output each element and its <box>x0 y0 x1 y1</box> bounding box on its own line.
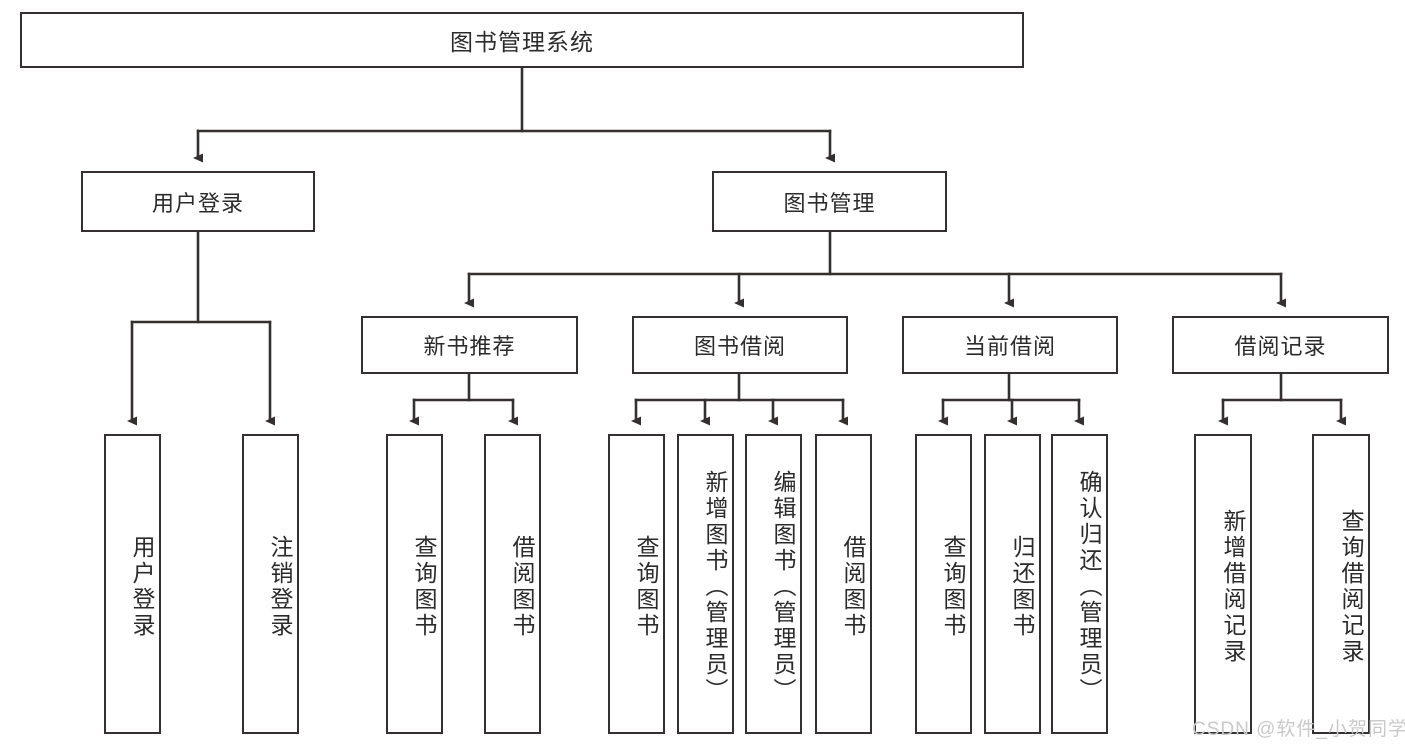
node-new-book-recommend[interactable]: 新书推荐 <box>361 316 578 374</box>
leaf-query-book-current[interactable]: 查询图书 <box>915 434 972 734</box>
node-user-login[interactable]: 用户登录 <box>81 171 315 232</box>
leaf-query-borrow-record[interactable]: 查询借阅记录 <box>1312 434 1370 734</box>
node-root-book-management-system[interactable]: 图书管理系统 <box>20 12 1024 68</box>
leaf-user-login[interactable]: 用户登录 <box>104 434 161 734</box>
leaf-borrow-book[interactable]: 借阅图书 <box>815 434 872 734</box>
leaf-add-book-admin[interactable]: 新增图书（管理员） <box>677 434 734 734</box>
leaf-query-book-borrow[interactable]: 查询图书 <box>608 434 665 734</box>
node-borrow-record[interactable]: 借阅记录 <box>1172 316 1389 374</box>
node-book-borrow[interactable]: 图书借阅 <box>632 316 848 374</box>
leaf-edit-book-admin[interactable]: 编辑图书（管理员） <box>745 434 802 734</box>
leaf-borrow-book-recommend[interactable]: 借阅图书 <box>484 434 541 734</box>
leaf-logout[interactable]: 注销登录 <box>242 434 299 734</box>
leaf-confirm-return-admin[interactable]: 确认归还（管理员） <box>1051 434 1108 734</box>
leaf-return-book[interactable]: 归还图书 <box>984 434 1041 734</box>
csdn-watermark: CSDN @软件_小贺同学 <box>1192 719 1405 740</box>
node-current-borrow[interactable]: 当前借阅 <box>902 316 1118 374</box>
leaf-query-book-recommend[interactable]: 查询图书 <box>386 434 443 734</box>
leaf-add-borrow-record[interactable]: 新增借阅记录 <box>1194 434 1252 734</box>
node-book-management[interactable]: 图书管理 <box>712 171 947 232</box>
